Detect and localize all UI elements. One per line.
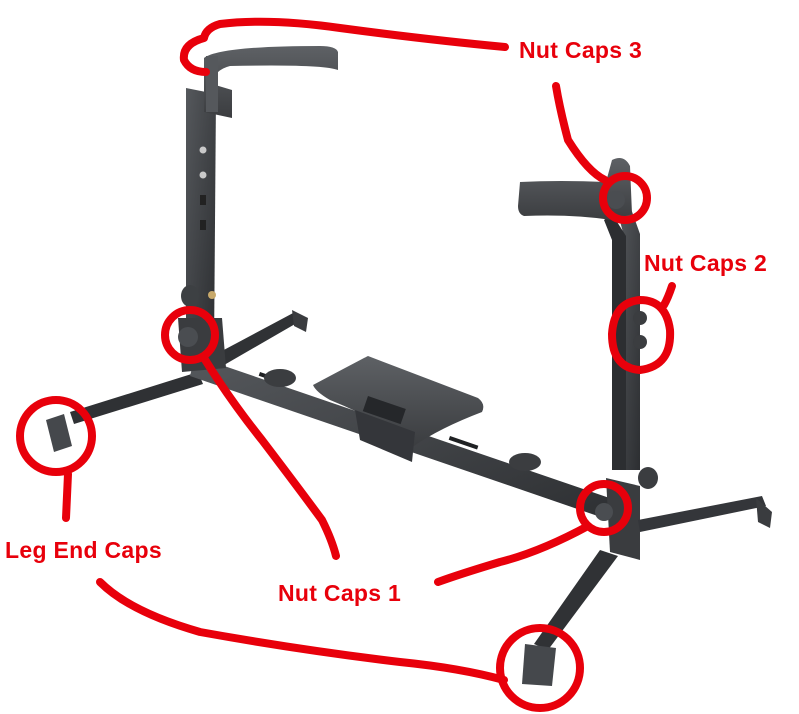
- nut-caps-2-line: [660, 282, 676, 309]
- nut-caps-2-label: Nut Caps 2: [644, 250, 768, 276]
- nut-cap-2-lower: [633, 335, 647, 349]
- leg-end-caps-left-line: [62, 470, 72, 522]
- leg-end-caps-bottom-line: [96, 578, 508, 684]
- leg-end-caps-left-circle: [16, 396, 96, 476]
- annotations: [16, 17, 676, 712]
- nut-caps-2-circle: [608, 296, 675, 374]
- nut-caps-3-circle: [599, 172, 651, 224]
- bar-slider-knob-right: [509, 453, 541, 471]
- right-front-leg: [534, 550, 618, 650]
- nut-cap-2-upper: [633, 311, 647, 325]
- center-cradle: [313, 356, 484, 446]
- left-front-leg: [70, 372, 203, 424]
- leg-end-caps-label: Leg End Caps: [5, 537, 162, 563]
- stand: [46, 46, 772, 686]
- leg-end-caps-right-circle: [496, 624, 584, 712]
- center-cradle-slot: [362, 396, 406, 425]
- nut-caps-1-left-circle: [161, 306, 219, 364]
- rear-left-leg-end-cap: [292, 310, 308, 332]
- nut-caps-1-label: Nut Caps 1: [278, 580, 402, 606]
- left-upright: [186, 88, 216, 350]
- nut-caps-1-right-circle: [576, 480, 632, 536]
- right-leg-end-cap: [522, 644, 556, 686]
- bar-slider-knob-left: [264, 369, 296, 387]
- left-leg-end-cap: [46, 414, 72, 452]
- nut-cap-1-left: [178, 327, 198, 347]
- right-top-cradle: [518, 158, 632, 220]
- nut-caps-1-right-line: [434, 522, 592, 586]
- right-upright: [618, 206, 640, 470]
- right-rear-leg: [638, 496, 766, 532]
- nut-caps-3-label: Nut Caps 3: [519, 37, 643, 63]
- rear-left-leg: [205, 312, 302, 372]
- nut-caps-3-line-top: [179, 17, 509, 76]
- nut-caps-3-line-right: [552, 82, 609, 184]
- nut-cap-1-right: [595, 503, 613, 521]
- left-top-cradle: [204, 46, 338, 118]
- nut-cap-3: [607, 191, 625, 209]
- nut-caps-1-left-line: [200, 354, 340, 560]
